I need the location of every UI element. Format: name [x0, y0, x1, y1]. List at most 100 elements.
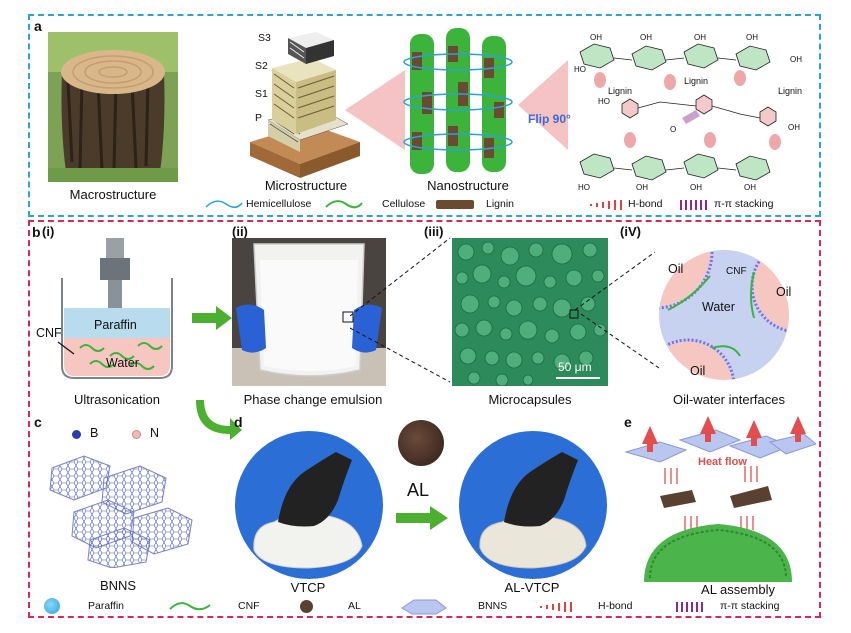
- nitrogen-label: N: [150, 426, 160, 440]
- vtcp-photo: [235, 431, 383, 579]
- nanostructure-caption: Nanostructure: [427, 178, 509, 193]
- boron-atom-icon: [72, 430, 81, 439]
- interface-oil-label-2: Oil: [776, 285, 792, 299]
- al-powder-icon: [398, 420, 444, 466]
- sub-i-label: (i): [42, 224, 55, 239]
- cellulose-legend-icon: [325, 200, 363, 209]
- pipi-legend-label: π-π stacking: [714, 198, 774, 210]
- svg-text:OH: OH: [744, 183, 756, 192]
- sub-ii-label: (ii): [232, 224, 248, 239]
- panel-a-label: a: [34, 18, 42, 34]
- panel-a-frame: [28, 14, 821, 217]
- lignin-legend-icon: [436, 200, 474, 209]
- al-vtcp-caption: AL-VTCP: [504, 580, 560, 595]
- macrostructure-caption: Macrostructure: [69, 187, 157, 202]
- panel-d-label: d: [234, 414, 243, 430]
- zoom-lines: [350, 237, 451, 383]
- hbond-bottom-legend-label: H-bond: [598, 600, 633, 612]
- hemicellulose-legend-icon: [205, 200, 243, 208]
- nitrogen-atom-icon: [132, 430, 141, 439]
- hemicellulose-legend-label: Hemicellulose: [246, 198, 312, 210]
- vtcp-caption: VTCP: [290, 580, 326, 595]
- lignin-legend-label: Lignin: [486, 198, 515, 210]
- hbond-legend-label: H-bond: [628, 198, 663, 210]
- oil-water-interface: [657, 248, 791, 382]
- svg-text:HO: HO: [578, 183, 590, 192]
- emulsion-photo: [232, 238, 386, 386]
- al-legend-icon: [300, 600, 313, 613]
- bnns-legend-label: BNNS: [478, 600, 508, 612]
- interface-oil-label-1: Oil: [668, 262, 684, 276]
- svg-text:HO: HO: [598, 97, 610, 106]
- al-assembly-caption: AL assembly: [701, 582, 775, 597]
- interface-oil-label-3: Oil: [690, 364, 706, 378]
- zoom-cone: [345, 70, 405, 150]
- scale-bar-label: 50 μm: [558, 360, 592, 374]
- svg-text:OH: OH: [640, 33, 652, 42]
- microcapsule-micrograph: [452, 238, 608, 386]
- hbond-bottom-legend-icon: [540, 602, 572, 612]
- svg-text:OH: OH: [788, 123, 800, 132]
- beaker-cnf-label: CNF: [36, 326, 62, 340]
- microstructure-caption: Microstructure: [264, 178, 348, 193]
- al-vtcp-photo: [459, 431, 607, 579]
- bnns-legend-icon: [401, 599, 447, 615]
- cell-wall-layers: [250, 32, 360, 178]
- svg-text:OH: OH: [694, 33, 706, 42]
- al-label: AL: [407, 480, 430, 500]
- oil-water-interfaces-caption: Oil-water interfaces: [673, 392, 785, 407]
- phase-change-emulsion-caption: Phase change emulsion: [243, 392, 383, 407]
- cnf-legend-label: CNF: [238, 600, 260, 612]
- svg-text:OH: OH: [746, 33, 758, 42]
- wood-stump-image: [48, 32, 178, 182]
- beaker-water-label: Water: [106, 356, 139, 370]
- hbond-legend-icon: [590, 200, 622, 210]
- heat-flow-label: Heat flow: [698, 456, 747, 468]
- lignin-label-1: Lignin: [608, 86, 633, 96]
- layer-s3: S3: [258, 32, 271, 44]
- zoom-lines-2: [575, 251, 660, 369]
- al-legend-label: AL: [348, 600, 361, 612]
- lignin-label-2: Lignin: [684, 76, 709, 86]
- paraffin-legend-icon: [44, 598, 60, 614]
- step-arrow-2: [196, 400, 242, 440]
- interface-cnf-label: CNF: [726, 266, 747, 277]
- panel-b-label: b: [32, 224, 41, 240]
- pipi-bottom-legend-label: π-π stacking: [720, 600, 780, 612]
- svg-text:OH: OH: [690, 183, 702, 192]
- beaker-diagram: [57, 238, 173, 379]
- al-assembly-diagram: [624, 416, 816, 582]
- bnns-sheets: [49, 455, 193, 568]
- svg-text:OH: OH: [790, 55, 802, 64]
- layer-s2: S2: [255, 60, 268, 72]
- cnf-legend-icon: [169, 602, 211, 611]
- layer-p: P: [255, 112, 263, 124]
- panel-e-label: e: [624, 414, 632, 430]
- beaker-paraffin-label: Paraffin: [94, 318, 137, 332]
- zoom-cone-2: [518, 60, 568, 150]
- microcapsules-caption: Microcapsules: [488, 392, 572, 407]
- layer-s1: S1: [255, 88, 268, 100]
- bnns-caption: BNNS: [99, 578, 137, 593]
- svg-text:HO: HO: [574, 65, 586, 74]
- svg-text:OH: OH: [590, 33, 602, 42]
- scale-bar-line: [556, 377, 600, 379]
- pipi-legend-icon: [680, 200, 707, 210]
- boron-label: B: [90, 426, 99, 440]
- sub-iv-label: (iV): [620, 224, 641, 239]
- step-arrow-3: [396, 506, 448, 530]
- svg-text:OH: OH: [636, 183, 648, 192]
- cellulose-legend-label: Cellulose: [382, 198, 426, 210]
- panel-b-frame: [28, 220, 821, 618]
- paraffin-legend-label: Paraffin: [88, 600, 124, 612]
- ultrasonication-caption: Ultrasonication: [74, 392, 160, 407]
- cellulose-fibrils: [403, 28, 513, 174]
- panel-c-label: c: [34, 414, 42, 430]
- lignin-label-3: Lignin: [778, 86, 803, 96]
- sub-iii-label: (iii): [424, 224, 444, 239]
- interface-water-label: Water: [702, 300, 735, 314]
- pipi-bottom-legend-icon: [676, 602, 703, 612]
- flip-label: Flip 90°: [528, 112, 571, 126]
- step-arrow-1: [192, 306, 232, 330]
